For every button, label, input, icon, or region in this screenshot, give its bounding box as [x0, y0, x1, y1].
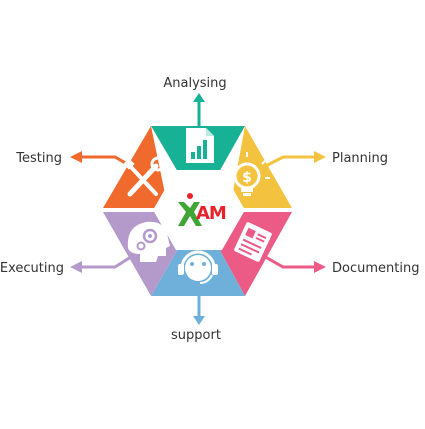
- arrow-testing: [70, 151, 135, 170]
- tools-icon: [123, 156, 166, 197]
- logo-figure-icon: [178, 202, 202, 226]
- headset-icon: [178, 250, 218, 284]
- report-chart-icon: [186, 128, 214, 163]
- segment-analysing: [151, 126, 245, 208]
- label-planning: Planning: [332, 151, 388, 166]
- arrow-executing: [70, 253, 135, 273]
- label-support: support: [171, 328, 221, 343]
- label-analysing: Analysing: [163, 76, 226, 91]
- arrow-support: [193, 288, 205, 325]
- svg-text:$: $: [242, 170, 252, 186]
- label-documenting: Documenting: [332, 261, 419, 276]
- label-testing: Testing: [15, 151, 62, 166]
- logo: AM: [178, 193, 227, 226]
- logo-text: AM: [196, 203, 226, 224]
- label-executing: Executing: [0, 261, 64, 276]
- lightbulb-dollar-icon: $: [227, 152, 270, 196]
- gear-head-icon: [127, 221, 170, 262]
- arrow-documenting: [261, 253, 326, 273]
- document-icon: [234, 222, 272, 262]
- arrow-planning: [261, 151, 326, 170]
- segment-support: [151, 212, 245, 296]
- center-hexagon: [153, 170, 245, 250]
